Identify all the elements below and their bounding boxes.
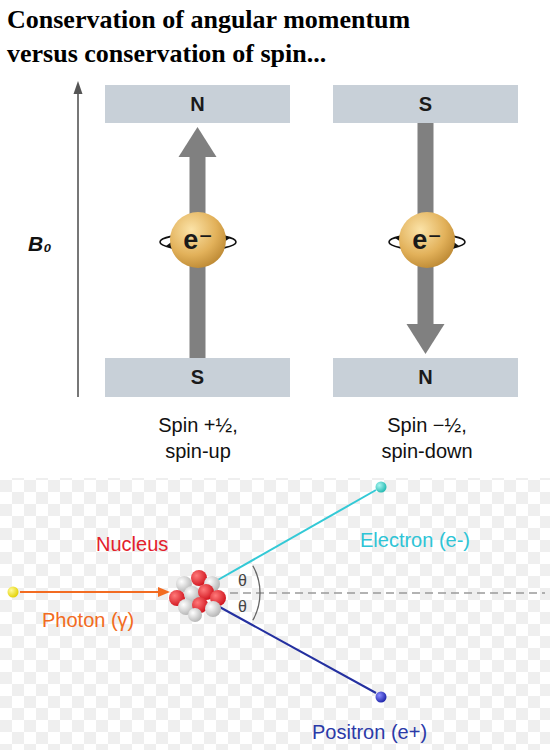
checker-background: [0, 478, 550, 750]
electron-path: [216, 490, 376, 581]
particle-symbol: e⁻: [183, 224, 212, 256]
part-label: Nucleus: [96, 531, 196, 557]
photon-arrowhead: [158, 587, 170, 597]
spin-arrow: [179, 127, 217, 359]
magnet-pole: N: [105, 85, 290, 123]
pole-letter: N: [190, 93, 204, 116]
magnet-pole: N: [333, 358, 518, 397]
pole-letter: N: [418, 366, 432, 389]
particle-label: Photon (γ): [42, 607, 172, 633]
angle-label: θ: [238, 596, 252, 617]
field-arrowhead: [74, 81, 83, 94]
particle-label: Electron (e-): [360, 527, 520, 553]
photon-dot: [8, 587, 19, 598]
axis-line: [230, 592, 545, 594]
spin-caption: Spin −½, spin-down: [367, 412, 487, 464]
electron-dot: [376, 482, 387, 493]
pole-letter: S: [419, 93, 432, 116]
positron-path: [216, 605, 376, 693]
particle-label: Positron (e+): [312, 719, 472, 745]
field-arrow: [77, 92, 79, 397]
title-text: Conservation of angular momentum versus …: [7, 3, 437, 71]
particle-symbol: e⁻: [412, 224, 441, 256]
electron-sphere: e⁻: [398, 211, 456, 269]
photon-path: [20, 591, 160, 593]
angle-arc: [253, 566, 260, 621]
spin-caption: Spin +½, spin-up: [138, 412, 258, 464]
angle-label: θ: [238, 570, 252, 591]
pole-letter: S: [191, 366, 204, 389]
electron-sphere: e⁻: [169, 211, 227, 269]
nucleus-cluster: [169, 570, 226, 622]
magnet-pole: S: [105, 358, 290, 397]
magnet-pole: S: [333, 85, 518, 123]
positron-dot: [376, 692, 387, 703]
field-label: B₀: [28, 230, 72, 257]
